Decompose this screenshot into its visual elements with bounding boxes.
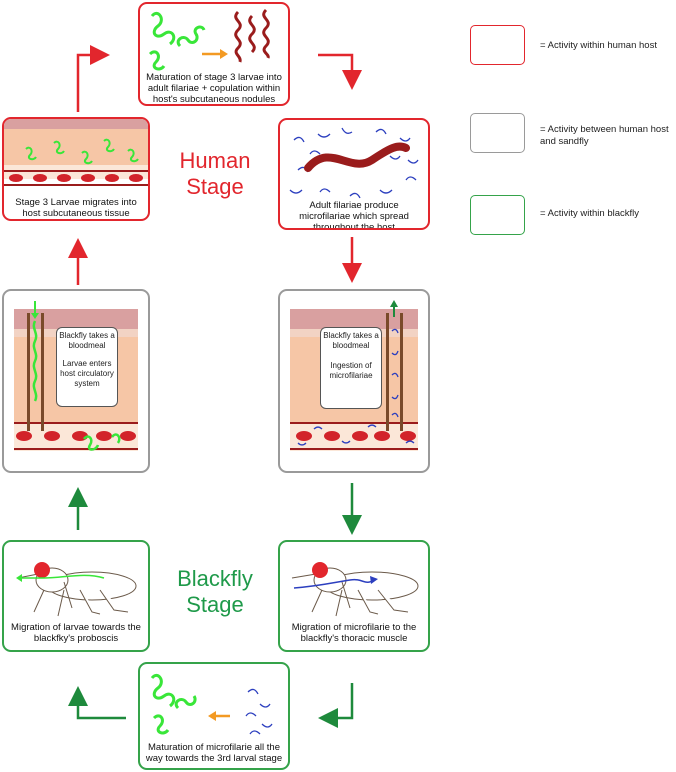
bloodmeal-right-box: Blackfly takes a bloodmeal Ingestion of … [278,289,430,473]
stage3-larvae-icon [150,673,197,735]
blackfly-stage-label: Blackfly Stage [177,566,253,617]
legend-swatch-blackfly [470,195,525,235]
legend-text-human: = Activity within human host [540,40,657,51]
microfilariae-illustration [289,127,419,199]
migration-proboscis-caption: Migration of larvae towards the blackfky… [11,622,141,644]
stage3-migrates-caption: Stage 3 Larvae migrates into host subcut… [15,197,137,219]
proboscis-left-icon [27,313,30,431]
proboscis-right-icon [386,313,389,431]
stage3-migrates-box: Stage 3 Larvae migrates into host subcut… [2,117,150,221]
larvae-in-tissue-icon [25,138,139,165]
blackfly-proboscis-illustration [16,562,137,617]
arrow-to-microfilariae [318,53,362,90]
blackfly-icon [17,567,137,617]
migration-thoracic-caption: Migration of microfilarie to the blackfl… [291,622,417,644]
larvae-path-icon [20,574,105,579]
maturation-adult-box: Maturation of stage 3 larvae into adult … [138,2,290,106]
blackfly-thoracic-illustration [291,562,419,617]
arrow-to-maturation-3rd [318,683,354,728]
microfilariae-icon [245,688,273,735]
microfilariae-icon [289,127,419,199]
maturation-adult-caption: Maturation of stage 3 larvae into adult … [146,72,282,105]
left-bloodmeal-note: Blackfly takes a bloodmeal [59,331,115,350]
legend-swatch-between [470,113,525,153]
arrow-to-proboscis [68,686,126,720]
legend-text-between: = Activity between human host and sandfl… [540,124,669,147]
red-blood-cells-icon [9,174,143,182]
maturation-3rd-box: Maturation of microfilarie all the way t… [138,662,290,770]
microfilarie-path-icon [293,578,375,589]
maturation-3rd-caption: Maturation of microfilarie all the way t… [145,742,283,764]
blackfly-eye-icon [312,562,328,578]
migration-thoracic-box: Migration of microfilarie to the blackfl… [278,540,430,652]
subcutaneous-tissue-illustration [4,119,148,186]
bloodmeal-left-box: Blackfly takes a bloodmeal Larvae enters… [2,289,150,473]
legend-swatch-human [470,25,525,65]
human-stage-label: Human Stage [179,148,251,199]
right-notes-panel: Blackfly takes a bloodmeal Ingestion of … [320,327,382,409]
legend-text-blackfly: = Activity within blackfly [540,208,639,219]
right-bloodmeal-note: Blackfly takes a bloodmeal [323,331,379,350]
stage3-larvae-icon [148,11,206,71]
left-notes-panel: Blackfly takes a bloodmeal Larvae enters… [56,327,118,407]
blackfly-eye-icon [34,562,50,578]
larvae-descending-icon [32,320,38,402]
right-ingestion-note: Ingestion of microfilariae [329,361,373,380]
microfilarie-to-larvae-illustration [150,673,273,735]
microfilariae-box: Adult filariae produce microfilariae whi… [278,118,430,230]
larvae-to-adult-illustration [148,8,270,71]
migration-proboscis-box: Migration of larvae towards the blackfky… [2,540,150,652]
microfilariae-caption: Adult filariae produce microfilariae whi… [299,200,409,230]
ingested-microfilariae-icon [297,328,415,446]
adult-filariae-icon [234,8,270,63]
red-blood-cells-icon [296,431,416,441]
red-blood-cells-icon [16,431,136,441]
adult-worm-icon [304,142,410,172]
arrow-to-maturation [76,45,110,112]
blackfly-icon [291,567,419,617]
left-larvae-note: Larvae enters host circulatory system [60,359,114,388]
